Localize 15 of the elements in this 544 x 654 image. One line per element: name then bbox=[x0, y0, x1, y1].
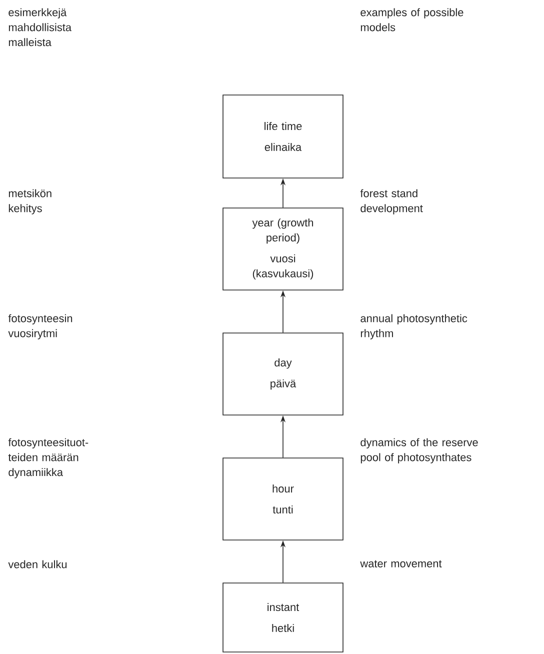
model-note: dynamics of the reserve pool of photosynthates bbox=[360, 438, 478, 464]
model-note: veden kulku bbox=[8, 560, 67, 568]
model-note: fotosynteesituot- teiden määrän dynamiikka bbox=[8, 438, 88, 478]
model-note: examples of possible models bbox=[360, 8, 464, 32]
time-scale-box: life time elinaika bbox=[222, 94, 344, 178]
model-note: esimerkkejä mahdollisista malleista bbox=[8, 8, 72, 46]
model-note: water movement bbox=[360, 560, 442, 568]
time-scale-box: instant hetki bbox=[222, 582, 344, 652]
time-scale-box: day päivä bbox=[222, 332, 344, 416]
model-note: metsikön kehitys bbox=[8, 189, 52, 214]
time-scale-box: year (growth period) vuosi (kasvukausi) bbox=[222, 208, 344, 290]
model-note: fotosynteesin vuosirytmi bbox=[8, 314, 72, 340]
model-note: forest stand development bbox=[360, 189, 423, 214]
model-note: annual photosynthetic rhythm bbox=[360, 314, 468, 340]
time-scale-box: hour tunti bbox=[222, 458, 344, 540]
